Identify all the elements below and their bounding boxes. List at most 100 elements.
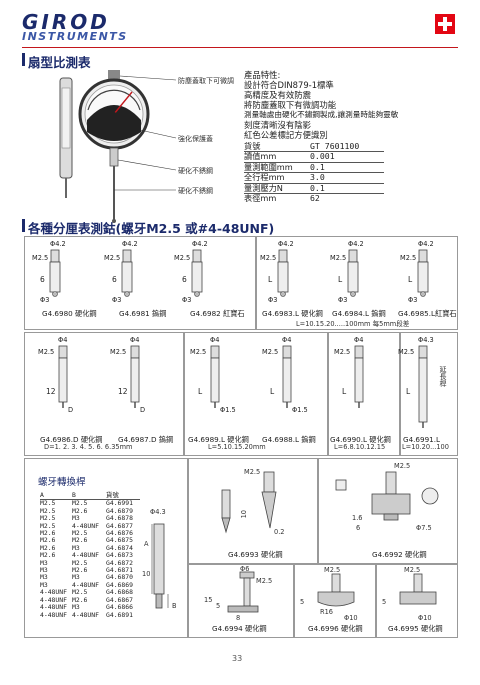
extension-rod-label: 延長桿 bbox=[439, 366, 447, 387]
header-rule bbox=[22, 47, 458, 48]
adapter-cell: G4.6870 bbox=[106, 573, 133, 582]
callout-protect-cover: 強化保護蓋 bbox=[178, 135, 213, 143]
tip-thread: M2.5 bbox=[334, 348, 350, 356]
adapter-cell: G4.6876 bbox=[106, 529, 133, 538]
tip-thread: M2.5 bbox=[190, 348, 206, 356]
tip-thread: M2.5 bbox=[260, 254, 276, 262]
tip6992-d3: Φ7.5 bbox=[416, 524, 432, 532]
tip6995-d: Φ10 bbox=[418, 614, 432, 622]
tip6996-d: Φ10 bbox=[344, 614, 358, 622]
adapter-cell: M2.5 bbox=[40, 506, 56, 515]
adapter-cell: G4.6877 bbox=[106, 521, 133, 530]
tip6992-caption: G4.6992 硬化鋼 bbox=[372, 550, 427, 559]
tip6993-drawing bbox=[221, 471, 277, 534]
row2-note: L=10.20...100 bbox=[402, 443, 449, 451]
tip-dim-bot: Φ1.5 bbox=[292, 406, 308, 414]
adapter-cell: G4.6869 bbox=[106, 580, 133, 589]
tip-len: 6 bbox=[40, 275, 45, 284]
adapter-dim-top: Φ4.3 bbox=[150, 508, 166, 516]
tip-thread: M2.5 bbox=[110, 348, 126, 356]
row1-caption: G4.6983.L 硬化鋼 bbox=[262, 309, 323, 318]
tip6996-caption: G4.6996 硬化鋼 bbox=[308, 624, 363, 633]
tip6993-tip: 0.2 bbox=[274, 528, 285, 536]
row1-caption: G4.6982 紅寶石 bbox=[190, 309, 245, 318]
tip-dim-top: Φ4.2 bbox=[192, 240, 208, 248]
adapter-cell: M2.5 bbox=[40, 499, 56, 508]
tip-len: L bbox=[338, 275, 343, 284]
row2-caption: G4.6986.D 硬化鋼 bbox=[40, 435, 103, 444]
tip6995-len: 5 bbox=[382, 598, 387, 606]
tip-len: L bbox=[270, 387, 275, 396]
callout-stainless-1: 硬化不銹鋼 bbox=[178, 167, 213, 175]
section1-marker bbox=[22, 53, 25, 66]
tip6994-bot: 8 bbox=[236, 614, 241, 622]
row1-caption: G4.6985.L紅寶石 bbox=[398, 309, 457, 318]
tip6994-caption: G4.6994 硬化鋼 bbox=[212, 624, 267, 633]
feature-item: 設計符合DIN879-1標準 bbox=[244, 80, 334, 90]
adapter-cell: M2.5 bbox=[72, 499, 88, 508]
tip-len: L bbox=[408, 275, 413, 284]
row2-caption: G4.6987.D 鎢鋼 bbox=[118, 435, 174, 444]
tip6995-caption: G4.6995 硬化鋼 bbox=[388, 624, 443, 633]
row1-caption: G4.6981 鎢鋼 bbox=[119, 309, 167, 318]
tip-dim-bot: Φ3 bbox=[112, 296, 121, 304]
adapter-cell: A bbox=[40, 491, 44, 499]
tip6993-box bbox=[188, 458, 318, 564]
tip-len: 6 bbox=[182, 275, 187, 284]
tip-dim-top: Φ4 bbox=[58, 336, 67, 344]
row2-caption: G4.6988.L 鎢鋼 bbox=[262, 435, 316, 444]
tip-thread: M2.5 bbox=[104, 254, 120, 262]
adapter-cell: M3 bbox=[72, 543, 80, 552]
tip6994-thread: M2.5 bbox=[256, 577, 273, 585]
adapter-dim-a: A bbox=[144, 540, 149, 548]
feature-item: 測量軸處由硬化不鏽鋼製成,讓測量時能夠靈敏 bbox=[244, 110, 399, 119]
callout-stainless-2: 硬化不銹鋼 bbox=[178, 187, 213, 195]
tip-dim-bot: Φ3 bbox=[338, 296, 347, 304]
adapter-cell: M2.5 bbox=[72, 588, 88, 597]
tip6994-drawing bbox=[227, 571, 259, 613]
adapter-cell: M2.6 bbox=[40, 543, 56, 552]
tip-dim-bot: Φ3 bbox=[40, 296, 49, 304]
tip6993-len: 10 bbox=[240, 510, 248, 519]
tip-dim-top: Φ4 bbox=[130, 336, 139, 344]
tip6996-drawing bbox=[317, 573, 355, 607]
tip-len: 12 bbox=[46, 387, 56, 396]
adapter-cell: M3 bbox=[40, 558, 48, 567]
row1-box-right bbox=[256, 236, 458, 330]
adapter-cell: M2.6 bbox=[72, 595, 88, 604]
tip6996-thread: M2.5 bbox=[324, 566, 341, 574]
adapter-cell: G4.6872 bbox=[106, 558, 133, 567]
features-title: 產品特性: bbox=[244, 70, 281, 80]
dial-gauge-illustration bbox=[59, 70, 177, 223]
row2-box-3 bbox=[328, 332, 400, 456]
adapter-dim-len: 10 bbox=[142, 570, 151, 578]
adapter-cell: 4-48UNF bbox=[72, 551, 99, 560]
tip-thread: M2.5 bbox=[398, 348, 414, 356]
adapter-cell: G4.6878 bbox=[106, 514, 133, 523]
row1-box-left bbox=[24, 236, 256, 330]
tip-dim-top: Φ4.2 bbox=[50, 240, 66, 248]
adapter-cell: 4-48UNF bbox=[40, 603, 67, 612]
tip-len: 6 bbox=[112, 275, 117, 284]
adapter-cell: G4.6868 bbox=[106, 588, 133, 597]
adapter-rod-drawing bbox=[151, 523, 169, 609]
adapter-cell: 4-48UNF bbox=[72, 521, 99, 530]
adapter-cell: M2.6 bbox=[72, 566, 88, 575]
